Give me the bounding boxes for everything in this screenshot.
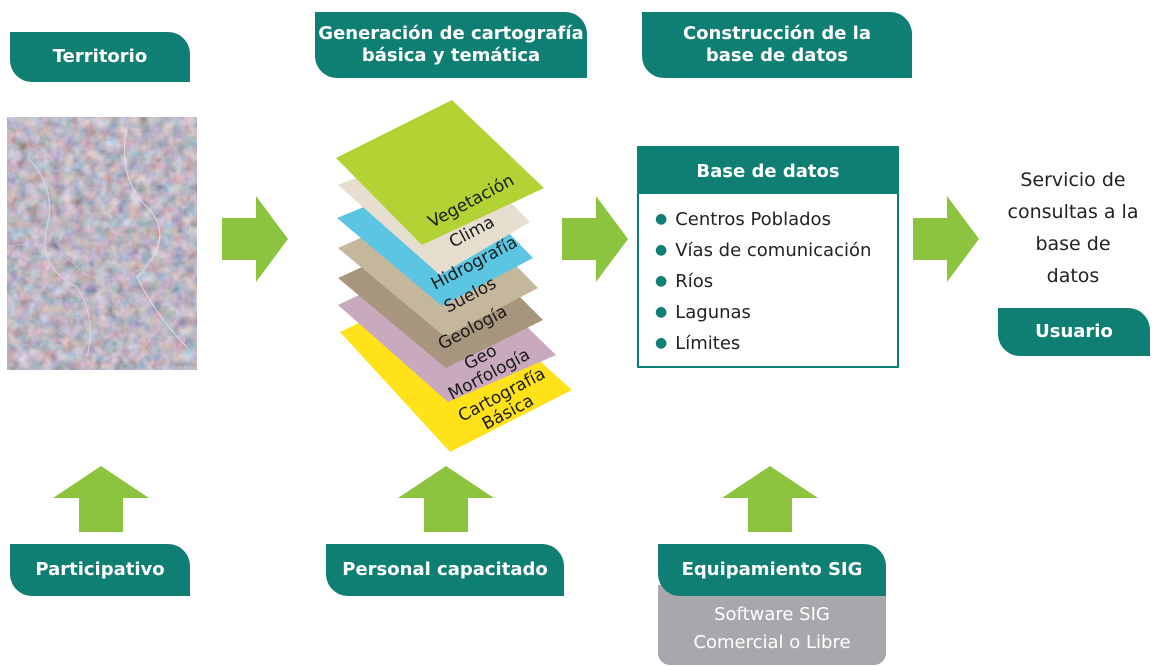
arrow-up-3 [722,466,818,532]
header-generacion-line1: Generación de cartografía [318,22,584,44]
database-item: ● Vías de comunicación [655,235,897,266]
bullet-icon: ● [655,211,668,227]
database-list: ●Centros Poblados ●Vías de comunicación … [639,204,897,359]
software-box: Software SIG Comercial o Libre [658,585,886,665]
service-description: Servicio de consultas a la base de datos [1003,164,1143,292]
header-territorio-label: Territorio [52,45,148,67]
equipamiento-pill: Equipamiento SIG [658,544,886,596]
service-line2: consultas a la [1007,201,1139,223]
bullet-icon: ● [655,304,668,320]
database-item-label: Lagunas [675,302,751,323]
database-item-label: Vías de comunicación [675,240,872,261]
header-construccion: Construcción de la base de datos [642,12,912,78]
database-item-label: Límites [675,333,741,354]
bullet-icon: ● [655,335,668,351]
layer-vegetacion [336,100,544,245]
database-item: ● Centros Poblados [655,204,897,235]
database-item-label: Ríos [675,271,714,292]
database-title: Base de datos [639,148,897,194]
header-construccion-line2: base de datos [705,45,849,66]
personal-label: Personal capacitado [342,558,548,580]
header-territorio: Territorio [10,32,190,82]
database-box: Base de datos ● Centros Poblados ● Vías de… [637,146,899,368]
service-line3: base de [1035,233,1111,255]
bullet-icon: ● [655,273,668,289]
equipamiento-label: Equipamiento SIG [681,558,863,580]
thematic-layers-stack: Vegetación Clima Hidrografía Suelos Geol… [336,100,572,452]
database-item: ● Lagunas [655,297,897,328]
arrow-right-2 [562,196,628,282]
header-construccion-line1: Construcción de la [682,22,872,44]
service-line4: datos [1046,265,1100,287]
participativo-label: Participativo [35,558,165,580]
header-generacion-line2: básica y temática [361,45,541,66]
arrow-right-3 [913,196,979,282]
bullet-icon: ● [655,242,668,258]
personal-pill: Personal capacitado [326,544,564,596]
database-item-label: Centros Poblados [675,209,831,230]
participativo-pill: Participativo [10,544,190,596]
usuario-pill: Usuario [998,308,1150,356]
software-line2: Comercial o Libre [693,632,851,653]
service-line1: Servicio de [1020,169,1126,191]
territory-satellite-image [7,117,197,370]
software-line1: Software SIG [714,604,830,625]
database-item: ● Límites [655,328,897,359]
database-item: ● Ríos [655,266,897,297]
header-generacion: Generación de cartografía básica y temát… [315,12,587,78]
arrow-up-1 [53,466,149,532]
arrow-up-2 [398,466,494,532]
arrow-right-1 [222,196,288,282]
usuario-label: Usuario [1035,320,1113,342]
